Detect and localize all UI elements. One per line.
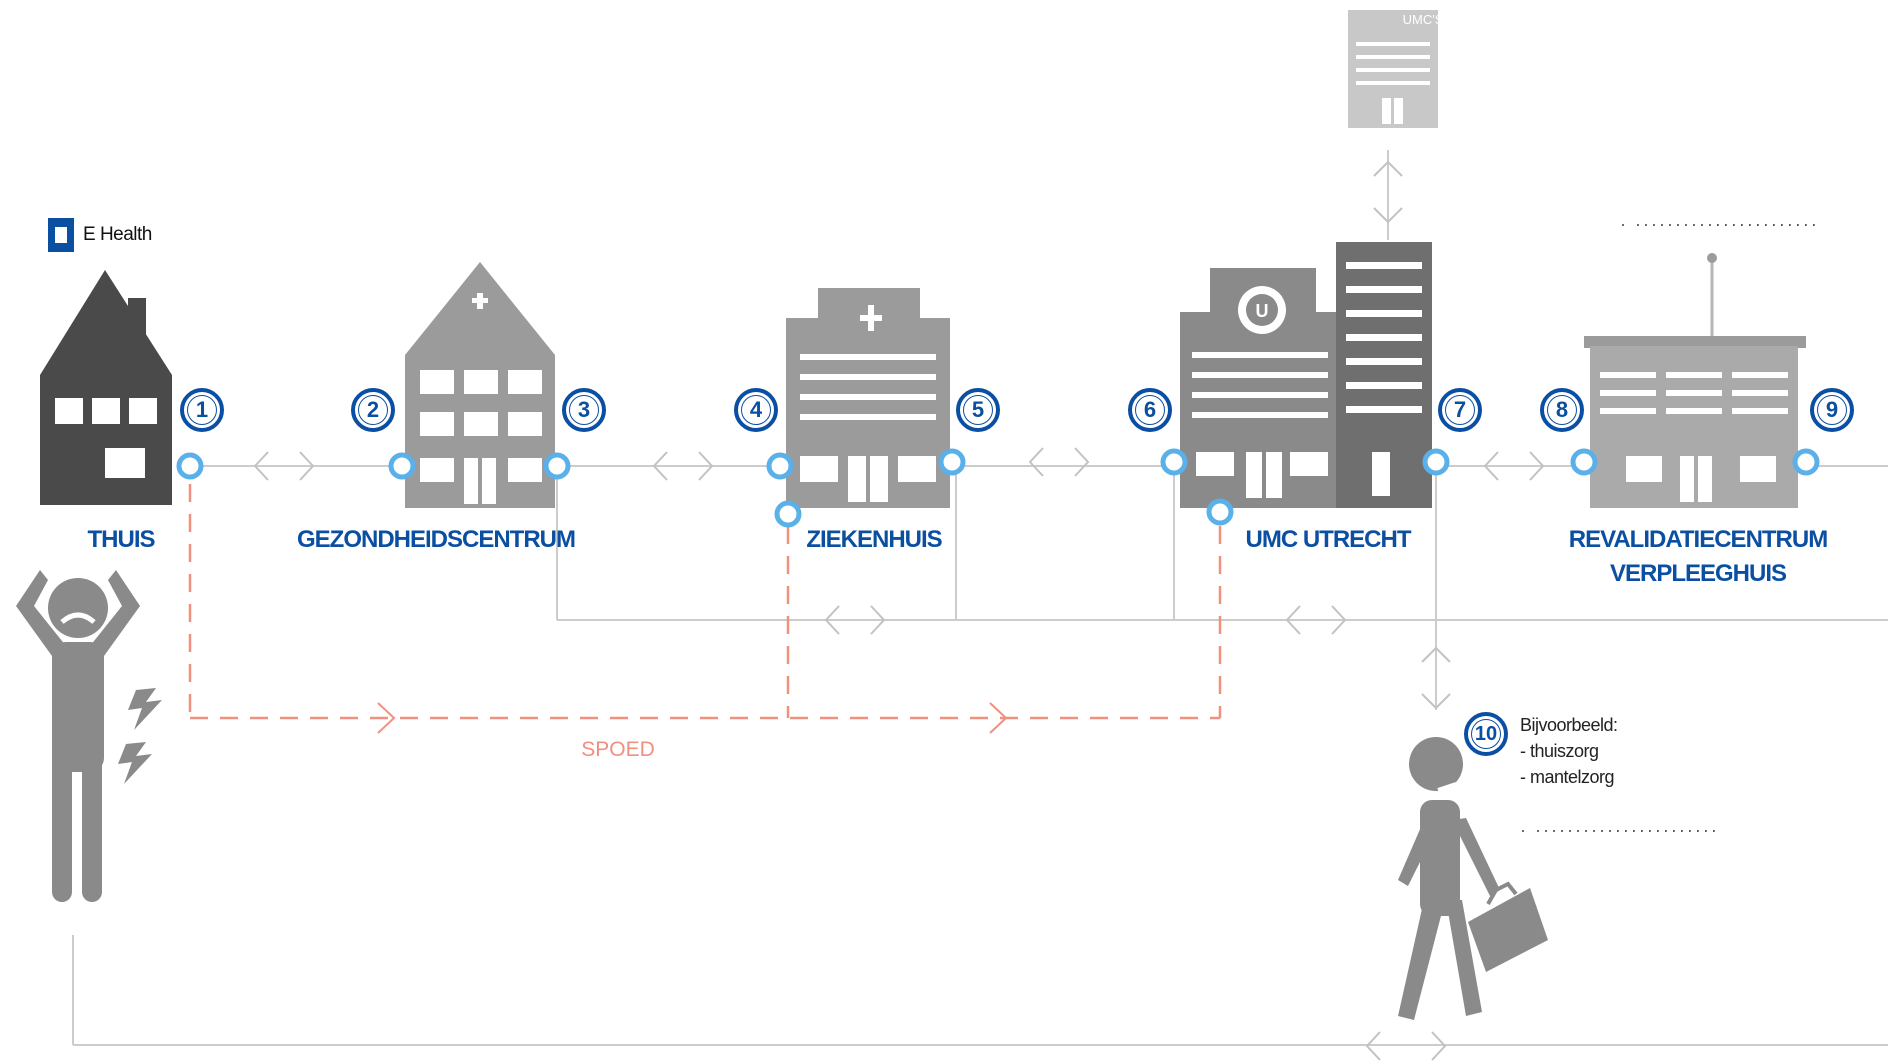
main-pathway-line (72, 150, 1888, 1046)
node-1 (176, 452, 204, 480)
node-5 (938, 448, 966, 476)
location-label-verpleeghuis: VERPLEEGHUIS (1609, 560, 1787, 587)
step-2-marker: 2 (351, 388, 395, 432)
connection-nodes (176, 448, 1820, 528)
step-9-marker: 9 (1810, 388, 1854, 432)
ehealth-badge: E Health (48, 218, 152, 252)
rehab-center-building-icon (1584, 253, 1806, 508)
spoed-label: SPOED (581, 738, 655, 761)
step-4-marker: 4 (734, 388, 778, 432)
stressed-person-icon (16, 570, 162, 902)
location-label-gezondheidscentrum: GEZONDHEIDSCENTRUM (296, 526, 576, 553)
step-8-marker: 8 (1540, 388, 1584, 432)
step-1-marker: 1 (180, 388, 224, 432)
placeholder-dots-bottom: · ······················· (1520, 820, 1719, 840)
step-5-marker: 5 (956, 388, 1000, 432)
umcs-building-icon (1348, 10, 1438, 128)
node-3 (543, 452, 571, 480)
step-7-marker: 7 (1438, 388, 1482, 432)
node-4b (774, 500, 802, 528)
umc-logo-letter: U (1256, 301, 1269, 321)
node-7 (1422, 448, 1450, 476)
example-note: Bijvoorbeeld: - thuiszorg - mantelzorg (1520, 712, 1618, 790)
bidirectional-arrows (253, 160, 1545, 1061)
node-6b (1206, 498, 1234, 526)
location-label-ziekenhuis: ZIEKENHUIS (806, 526, 942, 553)
step-10-marker: 10 (1464, 712, 1508, 756)
placeholder-dots-top: · ······················· (1620, 214, 1819, 234)
note-title: Bijvoorbeeld: (1520, 715, 1618, 735)
node-9 (1792, 448, 1820, 476)
location-label-umc-utrecht: UMC UTRECHT (1245, 526, 1412, 553)
step-3-marker: 3 (562, 388, 606, 432)
step-6-marker: 6 (1128, 388, 1172, 432)
ehealth-label: E Health (83, 224, 152, 245)
health-center-building-icon (405, 262, 555, 508)
umc-utrecht-building-icon: U (1180, 242, 1432, 508)
home-house-icon (40, 270, 172, 505)
note-line-thuiszorg: - thuiszorg (1520, 741, 1599, 761)
umcs-label: UMC'S (1402, 12, 1444, 27)
node-6 (1160, 448, 1188, 476)
node-8 (1570, 448, 1598, 476)
note-line-mantelzorg: - mantelzorg (1520, 767, 1615, 787)
spoed-emergency-path (188, 484, 1222, 720)
hospital-building-icon (786, 288, 950, 508)
location-label-thuis: THUIS (87, 526, 156, 553)
node-2 (388, 452, 416, 480)
node-4 (766, 452, 794, 480)
location-label-revalidatiecentrum: REVALIDATIECENTRUM (1568, 526, 1828, 553)
ehealth-icon (48, 218, 74, 252)
walking-person-icon (1398, 737, 1548, 1020)
spoed-arrows (377, 702, 1008, 734)
